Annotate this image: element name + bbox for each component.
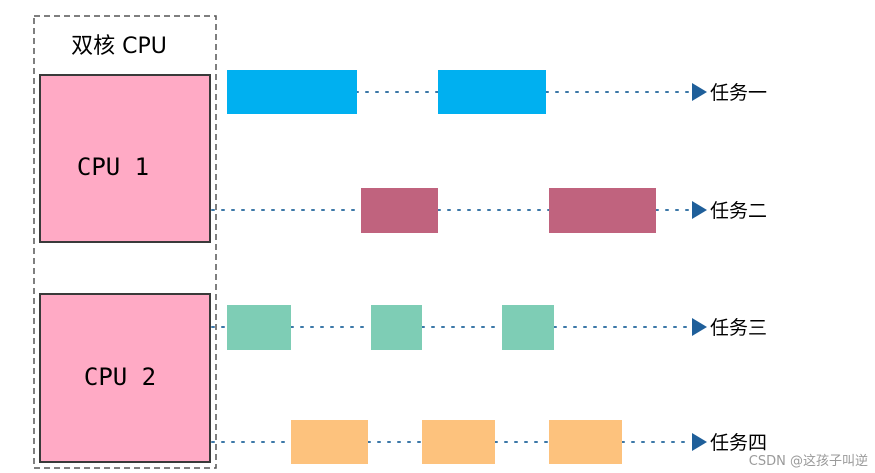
arrow-head-icon xyxy=(692,201,707,219)
arrow-head-icon xyxy=(692,433,707,451)
task-row-3: 任务三 xyxy=(211,305,767,350)
task-1-segment xyxy=(438,70,546,114)
task-3-segment xyxy=(371,305,422,350)
cpu-2-box xyxy=(39,293,211,463)
arrow-head-icon xyxy=(692,83,707,101)
task-2-segment xyxy=(549,188,656,233)
task-1-segment xyxy=(227,70,357,114)
cpu-1-label: CPU 1 xyxy=(77,153,149,181)
cpu-1-box xyxy=(39,74,211,243)
task-4-segment xyxy=(549,420,622,464)
watermark: CSDN @这孩子叫逆 xyxy=(749,453,868,469)
task-4-label: 任务四 xyxy=(710,432,767,454)
cpu-2-label: CPU 2 xyxy=(84,363,156,391)
container-title: 双核 CPU xyxy=(71,34,167,59)
task-2-segment xyxy=(361,188,438,233)
task-row-2: 任务二 xyxy=(211,188,767,233)
task-4-segment xyxy=(422,420,495,464)
task-4-segment xyxy=(291,420,368,464)
task-1-label: 任务一 xyxy=(710,82,767,104)
arrow-head-icon xyxy=(692,318,707,336)
dual-core-container xyxy=(33,15,217,469)
task-3-label: 任务三 xyxy=(710,317,767,339)
task-2-label: 任务二 xyxy=(710,200,767,222)
task-row-4: 任务四 xyxy=(211,420,767,464)
task-row-1: 任务一 xyxy=(227,70,767,114)
task-3-segment xyxy=(502,305,554,350)
task-3-segment xyxy=(227,305,291,350)
